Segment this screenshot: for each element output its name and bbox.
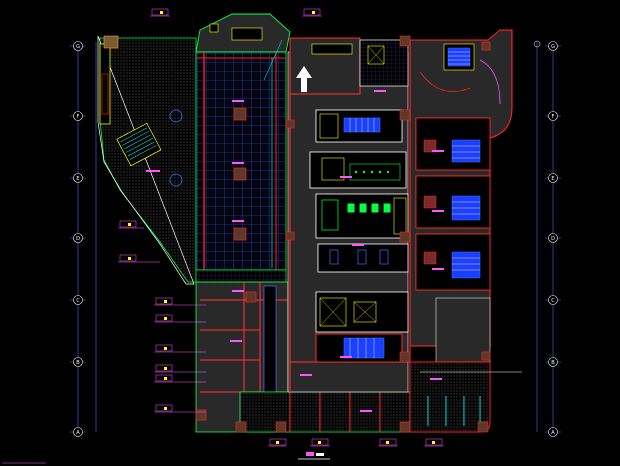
core-block-3 (315, 193, 409, 239)
grid-right-6-bubble (548, 427, 558, 437)
core-block-6 (315, 333, 403, 363)
central-corridor (263, 285, 277, 393)
grid-left-4-bubble (73, 295, 83, 305)
grid-right-4-bubble (548, 295, 558, 305)
grid-left-0-bubble (73, 41, 83, 51)
callout-tags (118, 8, 444, 447)
grid-left-6-label: A (76, 430, 80, 436)
wedge-stair (116, 122, 162, 167)
sheet-title (298, 452, 330, 460)
up-arrow-icon (296, 66, 312, 92)
grid-left-1-label: F (77, 114, 80, 120)
axis-top-marker-1 (533, 40, 541, 48)
grid-left-2-label: E (76, 176, 79, 182)
grid-right-5-bubble (548, 357, 558, 367)
core-block-2 (309, 151, 407, 189)
grid-right-1-bubble (548, 111, 558, 121)
grid-bubbles: G F E D C B A G F E D C B A (70, 40, 561, 437)
core-block-5 (315, 291, 409, 333)
core-block-1 (315, 109, 403, 143)
grid-right-0-bubble (548, 41, 558, 51)
grid-right-0-label: G (551, 44, 555, 50)
left-hall-outline (97, 35, 195, 285)
grid-left-3-bubble (73, 233, 83, 243)
grid-left-4-label: C (76, 298, 80, 304)
grid-right-3-bubble (548, 233, 558, 243)
grid-left-1-bubble (73, 111, 83, 121)
grid-left-5-bubble (73, 357, 83, 367)
left-facade-strip (99, 43, 111, 125)
grid-left-6-bubble (73, 427, 83, 437)
core-block-4 (317, 243, 409, 273)
left-hall (99, 37, 197, 283)
wedge-columns (169, 109, 183, 187)
grid-right-5-label: B (551, 360, 555, 366)
grid-left-3-label: D (76, 236, 80, 242)
right-wing-rooms (415, 117, 491, 291)
plaza-columns (233, 107, 247, 241)
bottom-corridor (239, 391, 411, 433)
grid-right-4-label: C (551, 298, 555, 304)
grid-right-3-label: D (551, 236, 555, 242)
right-stair-top (443, 43, 475, 71)
tag-dots (128, 11, 435, 444)
grid-right-6-label: A (551, 430, 555, 436)
grid-right-2-bubble (548, 173, 558, 183)
grid-right-1-label: F (552, 114, 555, 120)
plaza-lower-band (195, 269, 287, 283)
grid-left-0-label: G (76, 44, 80, 50)
bottom-right-hall (409, 361, 491, 433)
grid-left-5-label: B (76, 360, 80, 366)
right-grey-zone (435, 297, 491, 373)
grid-right-2-label: E (551, 176, 554, 182)
grid-left-2-bubble (73, 173, 83, 183)
room-tags (146, 90, 444, 412)
